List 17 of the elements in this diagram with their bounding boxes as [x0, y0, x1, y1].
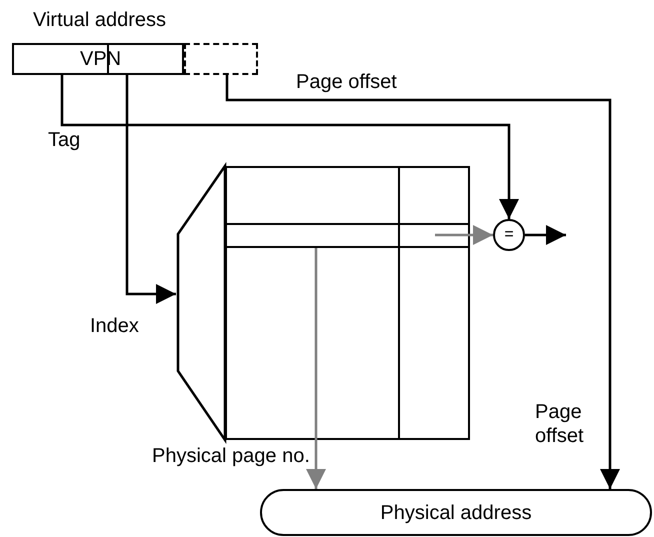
edge-label: Physical page no.	[152, 444, 310, 468]
table-row	[225, 223, 470, 248]
arrow	[435, 225, 493, 245]
address-box	[260, 489, 652, 536]
arrow	[60, 75, 519, 219]
box-label: Physical address	[380, 500, 532, 524]
arrow	[226, 75, 620, 489]
edge-label: Tag	[48, 128, 80, 152]
arrow	[126, 75, 176, 304]
edge-label: Page offset	[296, 70, 397, 94]
dashed-box	[184, 43, 258, 75]
operator-symbol: =	[504, 227, 514, 243]
arrow	[525, 225, 566, 245]
signal-label: Page offset	[535, 400, 585, 448]
heading: Virtual address	[33, 8, 166, 32]
edge-label: Index	[90, 314, 139, 338]
arrow	[306, 248, 326, 489]
